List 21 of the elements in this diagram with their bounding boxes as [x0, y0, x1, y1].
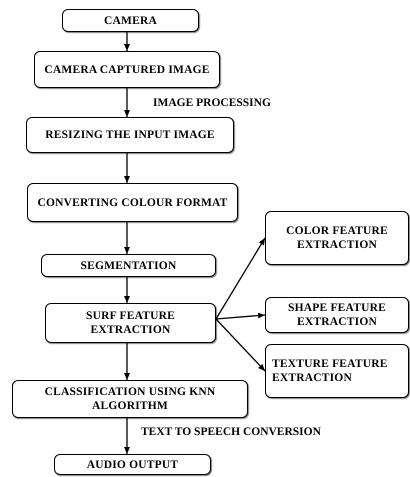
arrow [124, 88, 130, 117]
arrow [216, 312, 266, 320]
process-box: SEGMENTATION [41, 254, 216, 277]
process-box: COLOR FEATURE EXTRACTION [265, 211, 409, 265]
arrow [124, 277, 130, 303]
process-box: CLASSIFICATION USING KNN ALGORITHM [12, 380, 248, 418]
process-box: AUDIO OUTPUT [54, 454, 211, 475]
arrow [124, 153, 130, 183]
process-box: SHAPE FEATURE EXTRACTION [265, 297, 409, 333]
process-box: RESIZING THE INPUT IMAGE [26, 117, 234, 153]
process-box: TEXTURE FEATURE EXTRACTION [265, 344, 409, 398]
arrow [124, 418, 130, 454]
process-box: CONVERTING COLOUR FORMAT [27, 183, 238, 222]
arrow [216, 318, 266, 372]
arrow [124, 32, 130, 51]
process-box: SURF FEATURE EXTRACTION [45, 303, 216, 343]
arrow [124, 343, 130, 380]
process-box: CAMERA [62, 9, 199, 32]
process-box: CAMERA CAPTURED IMAGE [34, 51, 220, 88]
arrow [124, 222, 130, 254]
arrow [215, 238, 266, 320]
